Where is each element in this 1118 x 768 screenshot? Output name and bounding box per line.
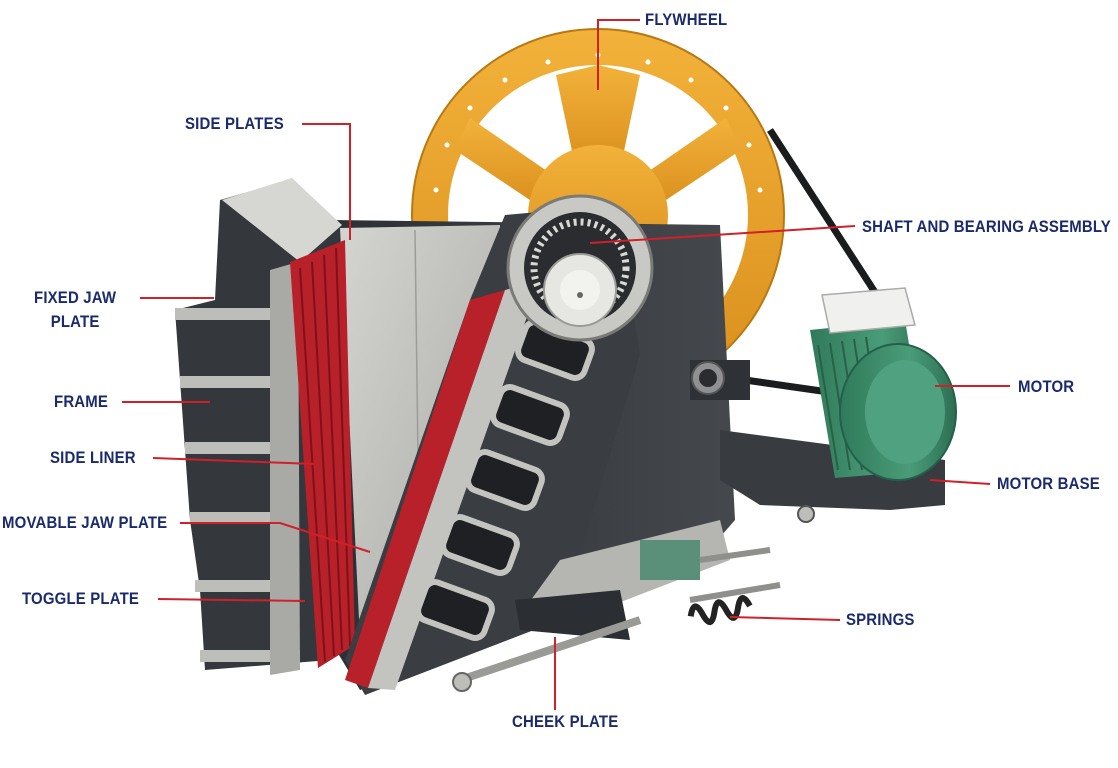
label-shaft-bearing: SHAFT AND BEARING ASSEMBLY: [862, 217, 1111, 236]
label-cheek-plate: CHEEK PLATE: [512, 712, 619, 731]
label-toggle-plate: TOGGLE PLATE: [22, 589, 140, 608]
label-side-liner: SIDE LINER: [50, 448, 136, 467]
shaft-bearing: [506, 194, 654, 342]
label-frame: FRAME: [54, 392, 109, 411]
label-side-plates: SIDE PLATES: [185, 114, 284, 133]
label-fixed-jaw-line1: FIXED JAW: [34, 288, 117, 307]
drive-belt: [767, 128, 883, 302]
toggle-assembly: [452, 520, 730, 692]
springs: [687, 547, 781, 626]
label-motor: MOTOR: [1018, 377, 1075, 396]
label-flywheel: FLYWHEEL: [645, 10, 728, 29]
motor: [810, 287, 957, 481]
label-fixed-jaw-plate: FIXED JAW PLATE: [34, 286, 116, 334]
label-movable-jaw-plate: MOVABLE JAW PLATE: [2, 513, 168, 532]
label-fixed-jaw-line2: PLATE: [50, 312, 100, 331]
motor-base: [720, 430, 945, 510]
leader-lines: [122, 19, 1010, 710]
label-motor-base: MOTOR BASE: [997, 474, 1100, 493]
label-springs: SPRINGS: [846, 610, 915, 629]
